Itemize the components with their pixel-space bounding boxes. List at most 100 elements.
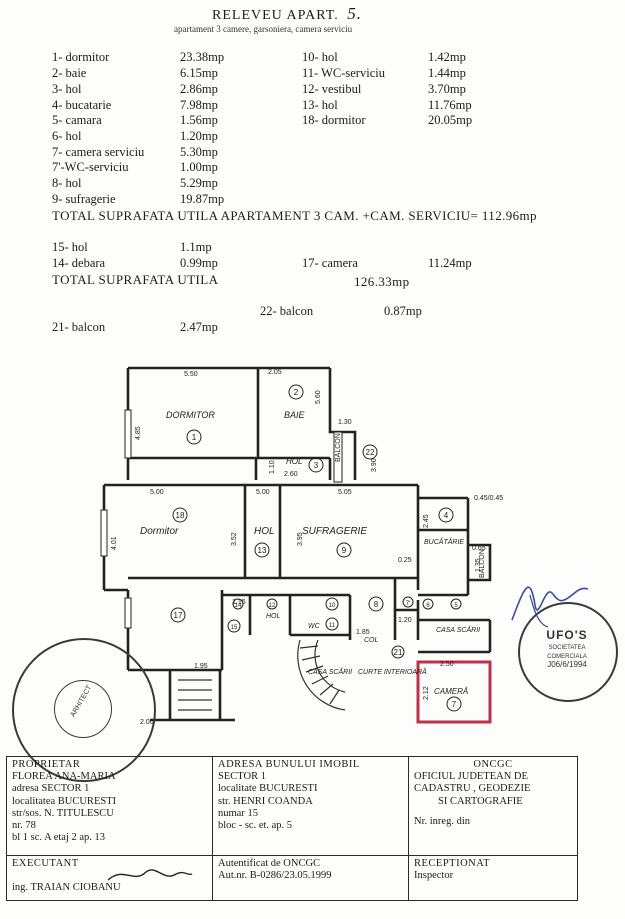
label-bucatarie: BUCĂTĂRIE <box>424 537 464 546</box>
stamp-company-reg: J06/6/1994 <box>547 660 587 669</box>
owner-addr5: bl 1 sc. A etaj 2 ap. 13 <box>12 832 106 844</box>
address-l3: str. HENRI COANDA <box>218 795 313 807</box>
circle-18: 18 <box>176 511 185 520</box>
balcony-21-area: 2.47mp <box>180 320 218 334</box>
auth-l2: Aut.nr. B-0286/23.05.1999 <box>218 870 332 882</box>
room-area: 3.70mp <box>428 82 466 96</box>
dim-185: 1.85 <box>356 629 370 636</box>
staircase <box>178 639 346 711</box>
address-label: ADRESA BUNULUI IMOBIL <box>218 759 360 770</box>
label-baie: BAIE <box>284 410 306 420</box>
room-14-area: 0.99mp <box>180 256 218 270</box>
auth-l1: Autentificat de ONCGC <box>218 858 321 869</box>
dim-245: 2.45 <box>423 514 430 528</box>
owner-label: PROPRIETAR <box>12 759 81 770</box>
room-name: 11- WC-serviciu <box>302 66 385 80</box>
room-14-name: 14- debara <box>52 256 106 270</box>
oncgc-label: ONCGC <box>473 759 513 770</box>
dim-352: 3.52 <box>231 532 238 546</box>
dim-205: 2.05 <box>268 369 282 376</box>
circle-8: 8 <box>374 600 379 609</box>
dim-500b: 5.00 <box>256 489 270 496</box>
received-label: RECEPTIONAT <box>414 858 491 869</box>
oncgc-l4: Nr. inreg. din <box>414 815 470 827</box>
floor-plan: DORMITOR BAIE HOL Dormitor HOL SUFRAGERI… <box>100 366 503 726</box>
room-name: 18- dormitor <box>302 113 366 127</box>
oncgc-l3: SI CARTOGRAFIE <box>438 795 523 807</box>
room-area: 7.98mp <box>180 98 218 112</box>
circle-1: 1 <box>192 433 197 442</box>
address-cell: ADRESA BUNULUI IMOBIL SECTOR 1 localitat… <box>212 756 409 856</box>
label-balcon-vert: BALCON <box>335 433 342 462</box>
circle-12: 12 <box>269 603 276 609</box>
label-camera: CAMERĂ <box>434 687 468 696</box>
label-casa-scarii: CASA SCĂRII <box>436 625 480 634</box>
label-wc: WC <box>308 623 321 630</box>
address-l1: SECTOR 1 <box>218 771 266 783</box>
label-col: COL <box>364 637 379 644</box>
owner-addr4: nr. 78 <box>12 820 36 832</box>
room-name: 6- hol <box>52 129 82 143</box>
label-curte: CURTE INTERIOARĂ <box>358 667 427 676</box>
room-name: 12- vestibul <box>302 82 362 96</box>
room-area: 23.38mp <box>180 50 225 64</box>
dim-500a: 5.00 <box>150 489 164 496</box>
total-utila-label: TOTAL SUPRAFATA UTILA <box>52 272 219 287</box>
page-title: RELEVEU APART. 5. <box>212 4 362 23</box>
circle-3: 3 <box>314 461 319 470</box>
circle-10: 10 <box>329 603 336 609</box>
room-15-area: 1.1mp <box>180 240 212 254</box>
page-subtitle: apartament 3 camere, garsoniera, camera … <box>174 24 353 34</box>
owner-addr3: str/sos. N. TITULESCU <box>12 807 114 819</box>
owner-name: FLOREA ANA-MARIA <box>12 771 116 783</box>
room-number-circles <box>170 384 462 712</box>
address-l2: localitate BUCURESTI <box>218 783 318 795</box>
circle-7: 7 <box>452 700 457 709</box>
windows <box>100 409 343 629</box>
dim-485: 4.85 <box>135 426 142 440</box>
circle-22: 22 <box>366 448 375 457</box>
room-name: 10- hol <box>302 50 338 64</box>
oncgc-cell: ONCGC OFICIUL JUDETEAN DE CADASTRU , GEO… <box>408 756 578 856</box>
label-dormitor-left: Dormitor <box>140 526 179 537</box>
room-name: 9- sufragerie <box>52 192 116 206</box>
dim-135: 1.35 <box>475 558 482 572</box>
room-name: 7'-WC-serviciu <box>52 160 129 174</box>
signature-right <box>511 586 589 628</box>
label-dormitor-top: DORMITOR <box>166 410 215 420</box>
dim-130: 1.30 <box>338 419 352 426</box>
room-area: 1.42mp <box>428 50 466 64</box>
stamp-company-name: UFO'S <box>546 628 588 642</box>
room-name: 5- camara <box>52 113 102 127</box>
dim-212: 2.12 <box>423 686 430 700</box>
room-name: 3- hol <box>52 82 82 96</box>
dim-645: 0.45/0.45 <box>474 495 503 502</box>
auth-cell: Autentificat de ONCGC Aut.nr. B-0286/23.… <box>212 855 409 901</box>
owner-addr1: adresa SECTOR 1 <box>12 783 90 795</box>
total-apartment: TOTAL SUPRAFATA UTILA APARTAMENT 3 CAM. … <box>52 208 537 223</box>
room-area: 5.29mp <box>180 176 218 190</box>
dim-390: 3.90 <box>371 458 378 472</box>
balcony-22-name: 22- balcon <box>260 304 314 318</box>
label-sufragerie: SUFRAGERIE <box>302 526 367 537</box>
camera-highlight <box>416 660 492 724</box>
circle-11: 11 <box>329 623 336 629</box>
circle-7b: 7' <box>406 601 410 607</box>
dim-250: 2.50 <box>440 661 454 668</box>
circle-14: 14 <box>235 603 242 609</box>
room-name: 13- hol <box>302 98 338 112</box>
apartment-number: 5. <box>347 4 362 23</box>
room-area: 19.87mp <box>180 192 225 206</box>
address-l5: bloc - sc. et. ap. 5 <box>218 820 293 832</box>
dim-120: 1.20 <box>398 617 412 624</box>
label-hol-mid: HOL <box>254 526 275 537</box>
executant-name: ing. TRAIAN CIOBANU <box>12 882 121 894</box>
circle-21: 21 <box>394 648 403 657</box>
circle-6: 6 <box>426 603 430 609</box>
received-inspector: Inspector <box>414 870 454 882</box>
stamp-inner-ring <box>54 680 112 738</box>
room-area: 1.44mp <box>428 66 466 80</box>
circle-15: 15 <box>231 625 238 631</box>
circle-2: 2 <box>294 388 299 397</box>
address-l4: numar 15 <box>218 807 258 819</box>
